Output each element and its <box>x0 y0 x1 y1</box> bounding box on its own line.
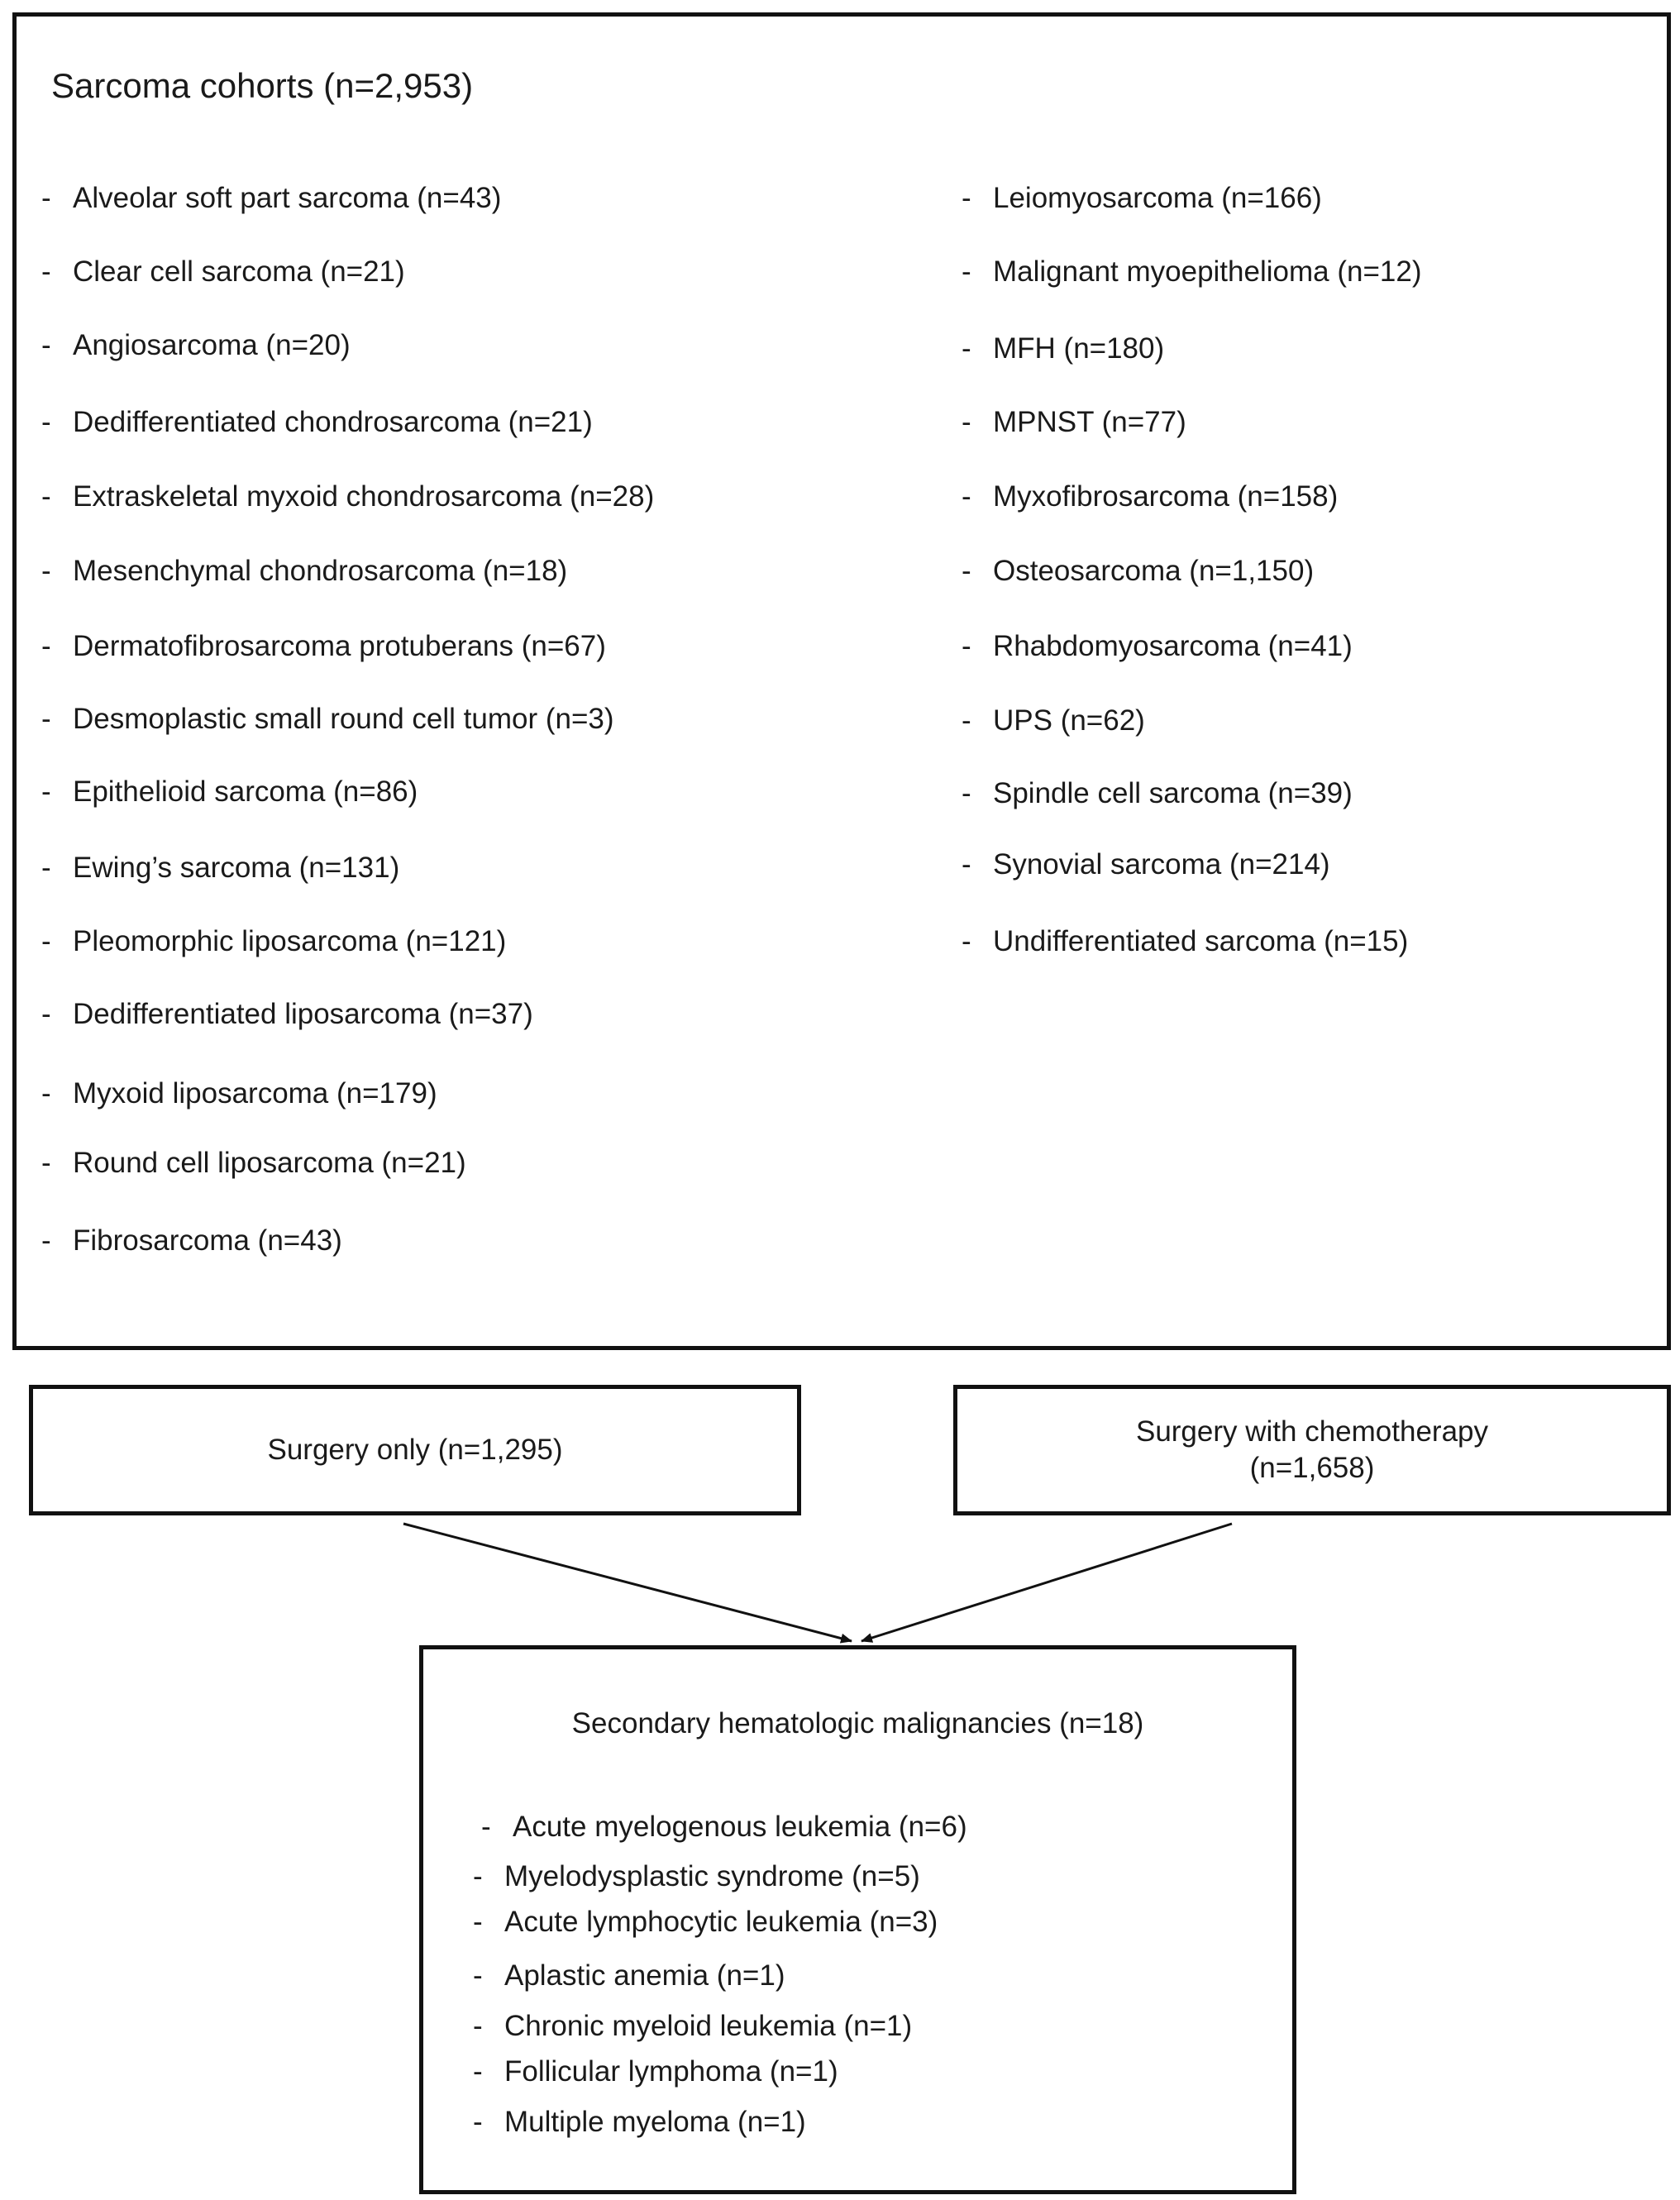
cohort-item: -Clear cell sarcoma (n=21) <box>41 255 405 288</box>
cohort-item: -Extraskeletal myxoid chondrosarcoma (n=… <box>41 480 655 513</box>
malignancy-item: -Acute myelogenous leukemia (n=6) <box>481 1811 967 1843</box>
sarcoma-cohorts-box: Sarcoma cohorts (n=2,953) -Alveolar soft… <box>12 12 1671 1350</box>
cohort-item: -Alveolar soft part sarcoma (n=43) <box>41 182 502 214</box>
arrow-surgery-only <box>403 1522 852 1644</box>
cohort-item: -Dedifferentiated liposarcoma (n=37) <box>41 998 533 1030</box>
secondary-malignancies-title: Secondary hematologic malignancies (n=18… <box>571 1707 1144 1739</box>
cohort-item: -Undifferentiated sarcoma (n=15) <box>962 925 1409 957</box>
malignancy-item: -Chronic myeloid leukemia (n=1) <box>473 2010 913 2042</box>
cohort-item: -Spindle cell sarcoma (n=39) <box>962 777 1353 809</box>
malignancy-item: -Follicular lymphoma (n=1) <box>473 2055 838 2088</box>
cohort-item: -Dermatofibrosarcoma protuberans (n=67) <box>41 630 606 662</box>
cohort-item: -Synovial sarcoma (n=214) <box>962 848 1330 880</box>
cohort-item: -Round cell liposarcoma (n=21) <box>41 1147 466 1179</box>
cohort-item: -Mesenchymal chondrosarcoma (n=18) <box>41 555 568 587</box>
surgery-only-label: Surgery only (n=1,295) <box>267 1434 563 1467</box>
cohort-item: -Ewing’s sarcoma (n=131) <box>41 852 400 884</box>
cohort-item: -Rhabdomyosarcoma (n=41) <box>962 630 1353 662</box>
cohort-item: -Myxofibrosarcoma (n=158) <box>962 480 1339 513</box>
cohort-item: -MFH (n=180) <box>962 332 1165 365</box>
malignancy-item: -Myelodysplastic syndrome (n=5) <box>473 1860 920 1892</box>
cohort-item: -Malignant myoepithelioma (n=12) <box>962 255 1422 288</box>
malignancy-item: -Acute lymphocytic leukemia (n=3) <box>473 1906 938 1938</box>
cohort-item: -Fibrosarcoma (n=43) <box>41 1224 342 1257</box>
malignancy-item: -Multiple myeloma (n=1) <box>473 2106 806 2138</box>
arrow-surgery-with-chemotherapy <box>861 1522 1233 1643</box>
cohort-item: -Osteosarcoma (n=1,150) <box>962 555 1315 587</box>
cohort-item: -Myxoid liposarcoma (n=179) <box>41 1077 437 1110</box>
sarcoma-cohorts-title: Sarcoma cohorts (n=2,953) <box>51 66 474 105</box>
cohort-item: -Pleomorphic liposarcoma (n=121) <box>41 925 507 957</box>
surgery-with-chemotherapy-box: Surgery with chemotherapy (n=1,658) <box>953 1385 1671 1515</box>
surgery-with-chemotherapy-count: (n=1,658) <box>1249 1452 1375 1484</box>
malignancy-item: -Aplastic anemia (n=1) <box>473 1959 785 1992</box>
secondary-malignancies-box: Secondary hematologic malignancies (n=18… <box>419 1645 1296 2194</box>
surgery-with-chemotherapy-label: Surgery with chemotherapy <box>1135 1415 1489 1448</box>
cohort-item: -Epithelioid sarcoma (n=86) <box>41 775 418 808</box>
cohort-item: -Desmoplastic small round cell tumor (n=… <box>41 703 614 735</box>
cohort-item: -UPS (n=62) <box>962 704 1145 737</box>
cohort-item: -MPNST (n=77) <box>962 406 1186 438</box>
cohort-item: -Angiosarcoma (n=20) <box>41 329 351 361</box>
surgery-only-box: Surgery only (n=1,295) <box>29 1385 801 1515</box>
cohort-item: -Dedifferentiated chondrosarcoma (n=21) <box>41 406 593 438</box>
cohort-item: -Leiomyosarcoma (n=166) <box>962 182 1322 214</box>
